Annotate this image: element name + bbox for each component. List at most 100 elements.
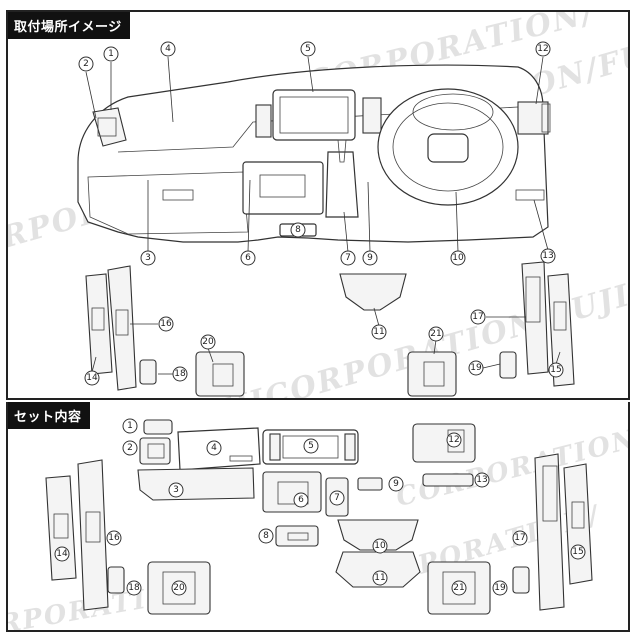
set-part-8 bbox=[275, 525, 319, 547]
installation-section-label: 取付場所イメージ bbox=[8, 12, 130, 39]
panel-21-switch bbox=[423, 361, 445, 387]
svg-text:5: 5 bbox=[308, 441, 314, 451]
svg-text:8: 8 bbox=[295, 225, 301, 235]
set-part-12 bbox=[412, 423, 476, 463]
set-callout-12: 12 bbox=[446, 432, 462, 448]
install-callout-17: 17 bbox=[470, 309, 486, 325]
set-part-19 bbox=[512, 566, 530, 594]
center-display-screen bbox=[279, 96, 349, 134]
svg-text:13: 13 bbox=[542, 251, 553, 261]
dashboard-diagram: 1 2 3 4 5 6 7 8 9 10 11 12 13 14 15 16 1… bbox=[77, 41, 575, 397]
panel-21 bbox=[407, 351, 457, 397]
svg-text:9: 9 bbox=[393, 479, 399, 489]
install-callout-16: 16 bbox=[158, 316, 174, 332]
set-callout-18: 18 bbox=[126, 580, 142, 596]
set-callout-2: 2 bbox=[122, 440, 138, 456]
install-callout-7: 7 bbox=[340, 250, 356, 266]
svg-text:8: 8 bbox=[263, 531, 269, 541]
svg-text:4: 4 bbox=[165, 44, 171, 54]
set-part-17 bbox=[534, 453, 565, 611]
svg-text:18: 18 bbox=[128, 583, 140, 593]
console-switches bbox=[259, 174, 306, 198]
glovebox-area bbox=[87, 171, 249, 235]
panel-20 bbox=[195, 351, 245, 397]
svg-text:3: 3 bbox=[145, 253, 151, 263]
set-part-16 bbox=[77, 459, 109, 611]
set-callout-1: 1 bbox=[122, 418, 138, 434]
set-part-2 bbox=[139, 437, 171, 465]
svg-text:14: 14 bbox=[86, 373, 98, 383]
svg-text:7: 7 bbox=[334, 493, 340, 503]
left-door-panel-16 bbox=[107, 265, 137, 391]
install-callout-6: 6 bbox=[240, 250, 256, 266]
install-callout-12: 12 bbox=[535, 41, 551, 57]
install-callout-20: 20 bbox=[200, 334, 216, 350]
right-vent-panel bbox=[517, 101, 549, 135]
svg-text:20: 20 bbox=[202, 337, 214, 347]
installation-image-panel: 取付場所イメージ RPORATION/FUJICORPORATION/FUJIC… bbox=[6, 10, 630, 400]
set-part-10 bbox=[337, 519, 419, 551]
set-callout-21: 21 bbox=[451, 580, 467, 596]
svg-text:2: 2 bbox=[127, 443, 133, 453]
svg-text:6: 6 bbox=[245, 253, 251, 263]
set-part-14 bbox=[45, 475, 77, 581]
set-part-18 bbox=[107, 566, 125, 594]
install-callout-8: 8 bbox=[290, 222, 306, 238]
center-vent-right bbox=[362, 97, 382, 134]
install-callout-9: 9 bbox=[362, 250, 378, 266]
set-callout-10: 10 bbox=[372, 538, 388, 554]
install-callout-15: 15 bbox=[548, 362, 564, 378]
install-callout-13: 13 bbox=[540, 248, 556, 264]
svg-text:11: 11 bbox=[373, 327, 384, 337]
svg-text:4: 4 bbox=[211, 443, 217, 453]
install-callout-4: 4 bbox=[160, 41, 176, 57]
install-callout-21: 21 bbox=[428, 326, 444, 342]
set-callout-5: 5 bbox=[303, 438, 319, 454]
small-panel-18 bbox=[139, 359, 157, 385]
set-part-1 bbox=[143, 419, 173, 435]
svg-text:5: 5 bbox=[305, 44, 311, 54]
svg-text:3: 3 bbox=[173, 485, 179, 495]
set-callout-13: 13 bbox=[474, 472, 490, 488]
set-contents-section-label: セット内容 bbox=[8, 402, 90, 429]
set-callout-14: 14 bbox=[54, 546, 70, 562]
set-part-9 bbox=[357, 477, 383, 491]
right-lower-panel bbox=[515, 189, 545, 201]
svg-text:15: 15 bbox=[572, 547, 583, 557]
set-part-11 bbox=[335, 551, 421, 588]
panel-20-switch bbox=[212, 363, 234, 387]
svg-text:21: 21 bbox=[430, 329, 441, 339]
set-part-6 bbox=[262, 471, 322, 513]
svg-text:19: 19 bbox=[470, 363, 482, 373]
install-callout-5: 5 bbox=[300, 41, 316, 57]
center-console-panel bbox=[242, 161, 324, 215]
svg-text:11: 11 bbox=[374, 573, 385, 583]
glovebox-handle bbox=[162, 189, 194, 201]
svg-text:1: 1 bbox=[127, 421, 133, 431]
svg-text:12: 12 bbox=[537, 44, 548, 54]
set-callout-3: 3 bbox=[168, 482, 184, 498]
install-callout-19: 19 bbox=[468, 360, 484, 376]
set-callout-19: 19 bbox=[492, 580, 508, 596]
shift-lever bbox=[337, 139, 347, 163]
dashboard-upper-line bbox=[117, 106, 519, 153]
meter-cluster bbox=[412, 93, 494, 131]
left-vent-panel bbox=[92, 107, 127, 147]
steering-lower-cover bbox=[339, 273, 407, 311]
svg-text:6: 6 bbox=[298, 495, 304, 505]
set-callout-15: 15 bbox=[570, 544, 586, 560]
set-part-13 bbox=[422, 473, 474, 487]
steering-hub bbox=[427, 133, 469, 163]
svg-text:10: 10 bbox=[374, 541, 386, 551]
center-display-panel bbox=[272, 89, 356, 141]
svg-text:14: 14 bbox=[56, 549, 68, 559]
svg-text:12: 12 bbox=[448, 435, 459, 445]
set-callout-8: 8 bbox=[258, 528, 274, 544]
install-callout-18: 18 bbox=[172, 366, 188, 382]
door-switch-15 bbox=[553, 301, 567, 331]
right-switch-strip bbox=[541, 103, 551, 133]
install-callout-11: 11 bbox=[371, 324, 387, 340]
svg-text:17: 17 bbox=[472, 312, 483, 322]
install-leaders bbox=[85, 56, 561, 375]
set-callout-11: 11 bbox=[372, 570, 388, 586]
